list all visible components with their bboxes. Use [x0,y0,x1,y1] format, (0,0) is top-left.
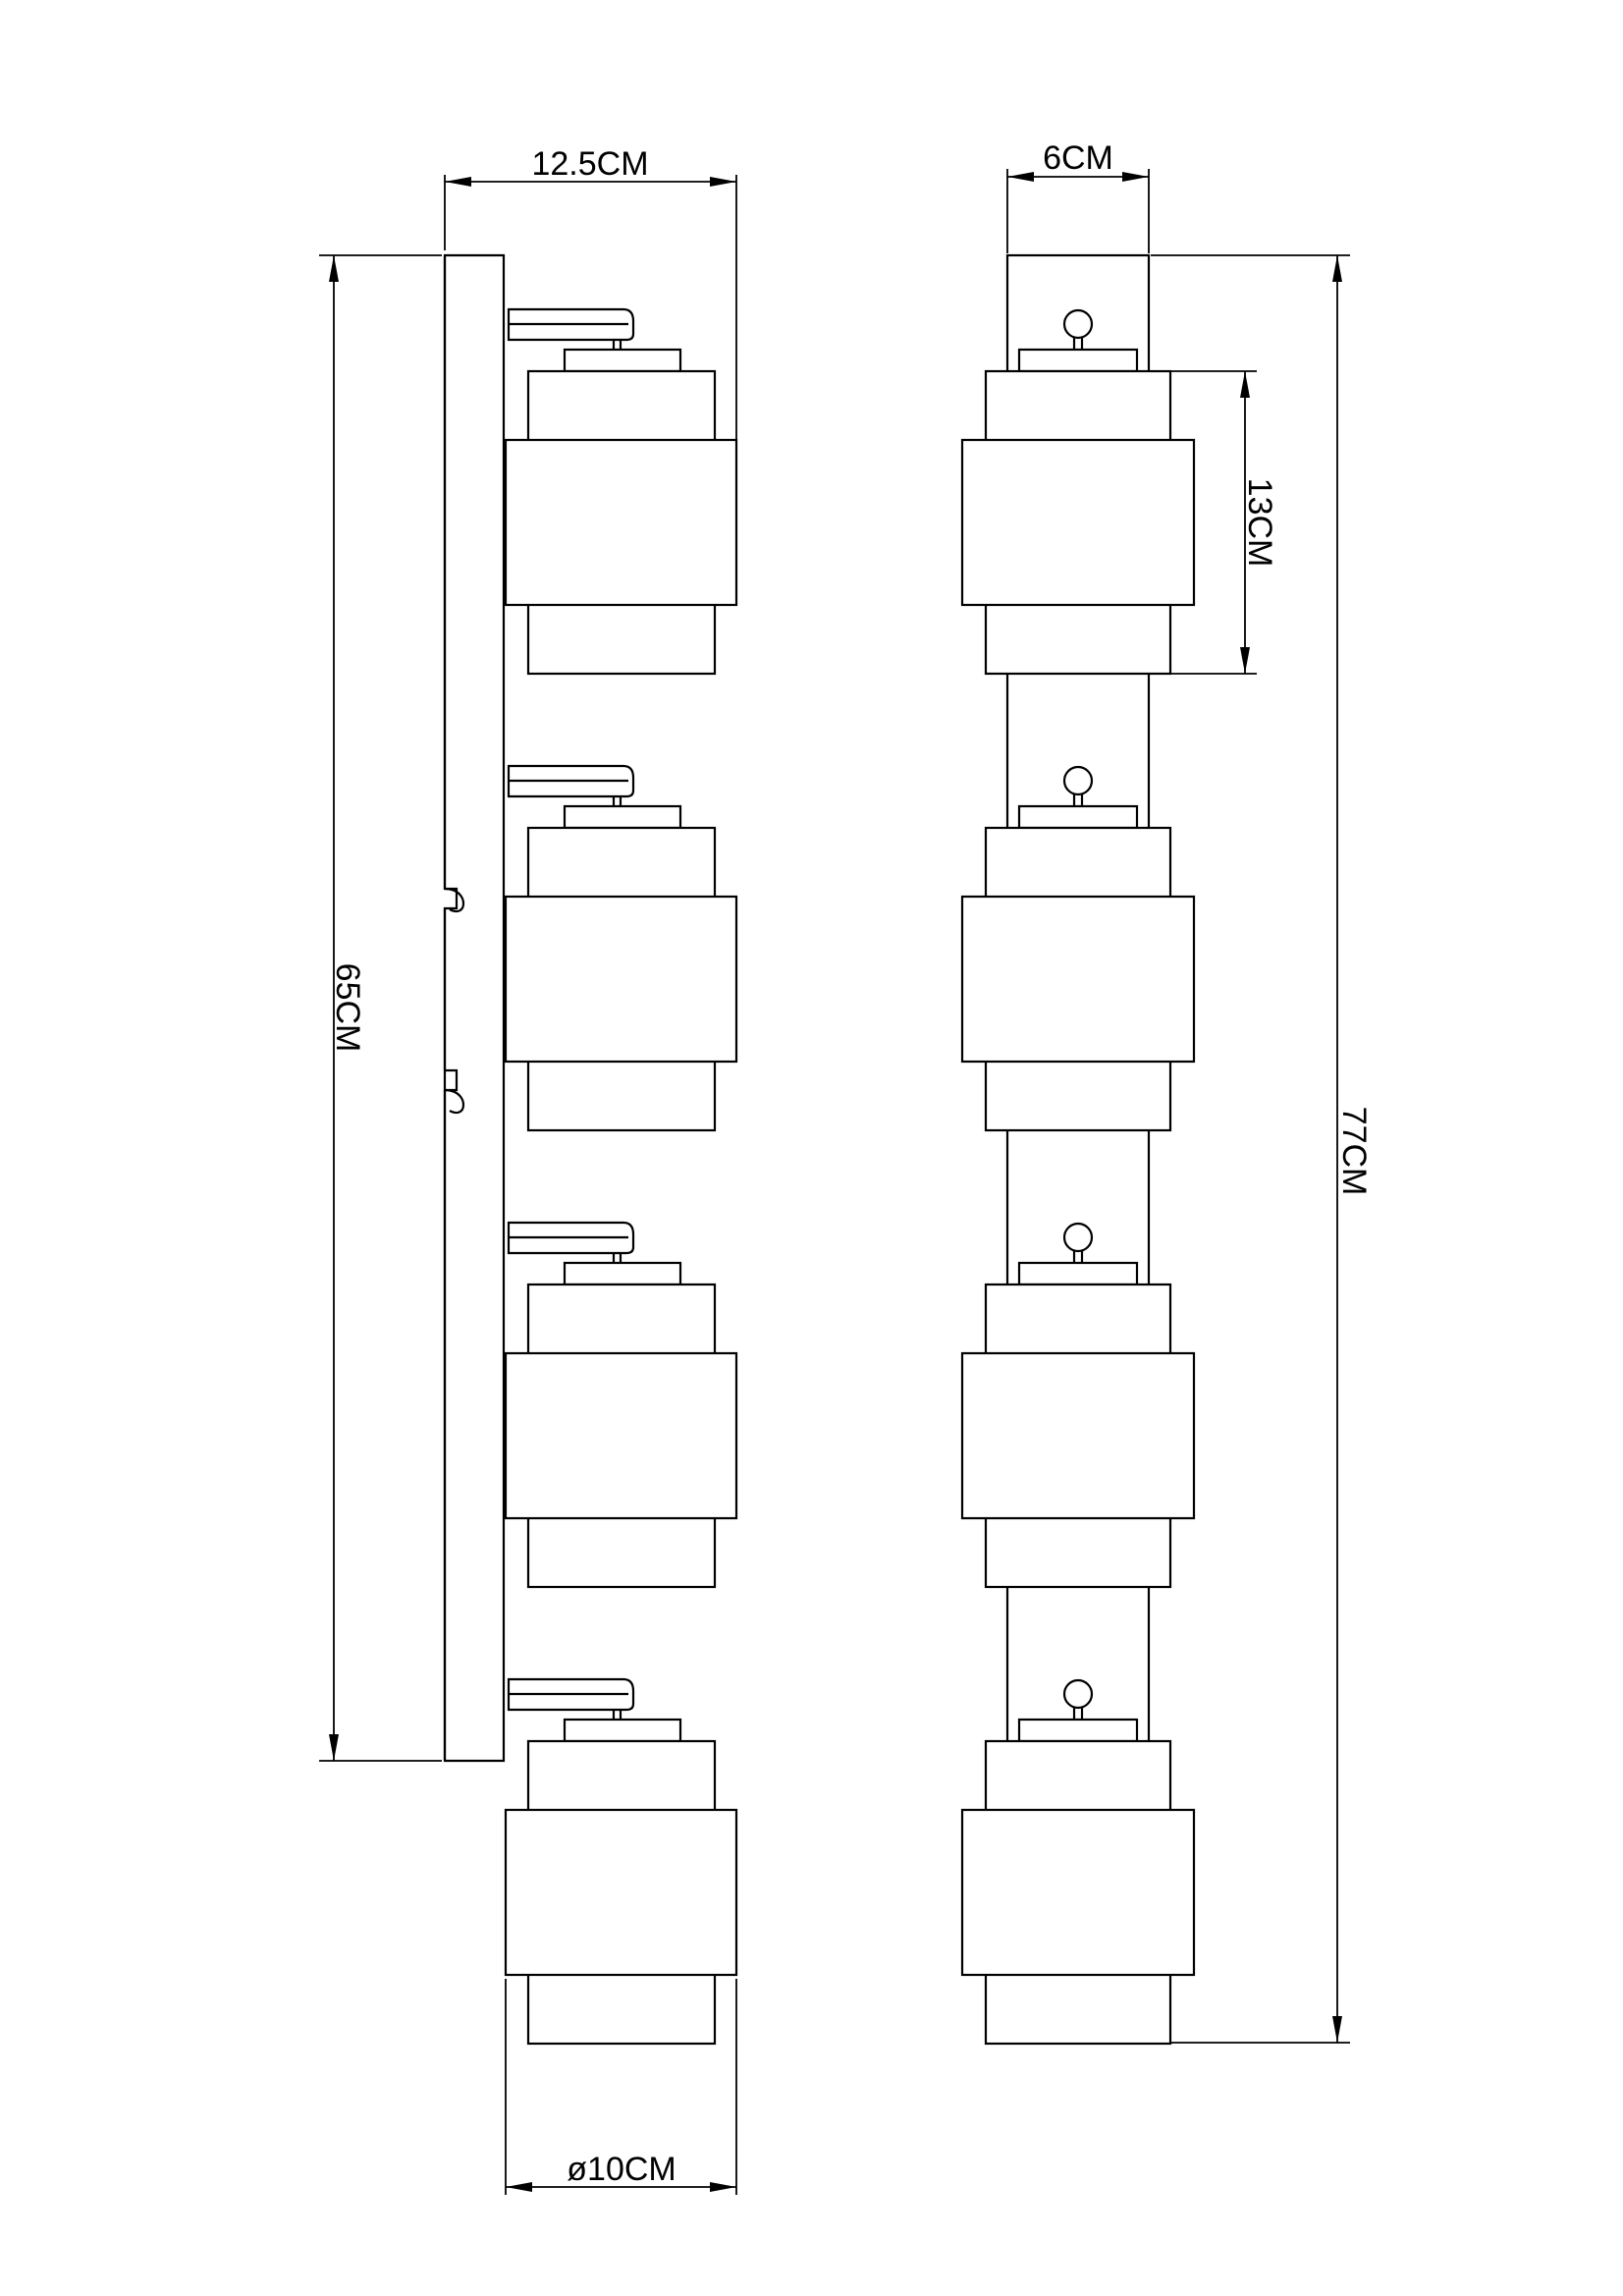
front-lamp-cap [1017,1261,1139,1286]
side-lamp-cap [563,1718,682,1743]
front-lamp [960,1678,1196,2046]
front-lamp-cap [1017,348,1139,373]
dim-shade-diameter: ø10CM [505,1979,737,2195]
side-lamp [504,307,738,676]
dim-shade-height-label: 13CM [1241,478,1278,568]
front-lamp-shade [960,895,1196,1064]
dim-side-depth-label: 12.5CM [531,145,648,183]
side-lamp-shade [504,895,738,1064]
dim-side-height-label: 65CM [329,963,366,1053]
front-view [960,253,1196,2046]
dim-front-height: 77CM [1151,254,1373,2044]
front-lamp [960,1222,1196,1589]
dim-front-width: 6CM [1006,139,1150,253]
side-lamp-shade [504,438,738,607]
dim-side-height: 65CM [319,254,442,1762]
side-lamp-group [504,307,738,2046]
front-lamp-shade [960,1351,1196,1520]
front-lamp-cap [1017,1718,1139,1743]
dim-shade-diameter-label: ø10CM [567,2151,676,2188]
side-view [443,253,738,2046]
front-lamp-knob [1062,1678,1094,1710]
side-lamp-cap [563,348,682,373]
front-lamp-cap [1017,804,1139,830]
side-lamp-shade [504,1808,738,1977]
front-lamp [960,765,1196,1132]
front-lamp-knob [1062,1222,1094,1253]
front-lamp [960,308,1196,676]
side-lamp [504,1221,738,1589]
side-lamp [504,764,738,1132]
side-lamp-cap [563,1261,682,1286]
front-lamp-knob [1062,765,1094,796]
side-backplate [443,253,506,1763]
front-lamp-group [960,308,1196,2046]
dim-front-height-label: 77CM [1335,1107,1373,1196]
dim-shade-height: 13CM [1170,370,1278,675]
dim-front-width-label: 6CM [1043,139,1113,177]
front-lamp-shade [960,438,1196,607]
dim-side-depth: 12.5CM [444,145,737,442]
front-lamp-knob [1062,308,1094,340]
front-lamp-shade [960,1808,1196,1977]
side-lamp-cap [563,804,682,830]
side-lamp-shade [504,1351,738,1520]
side-lamp [504,1677,738,2046]
